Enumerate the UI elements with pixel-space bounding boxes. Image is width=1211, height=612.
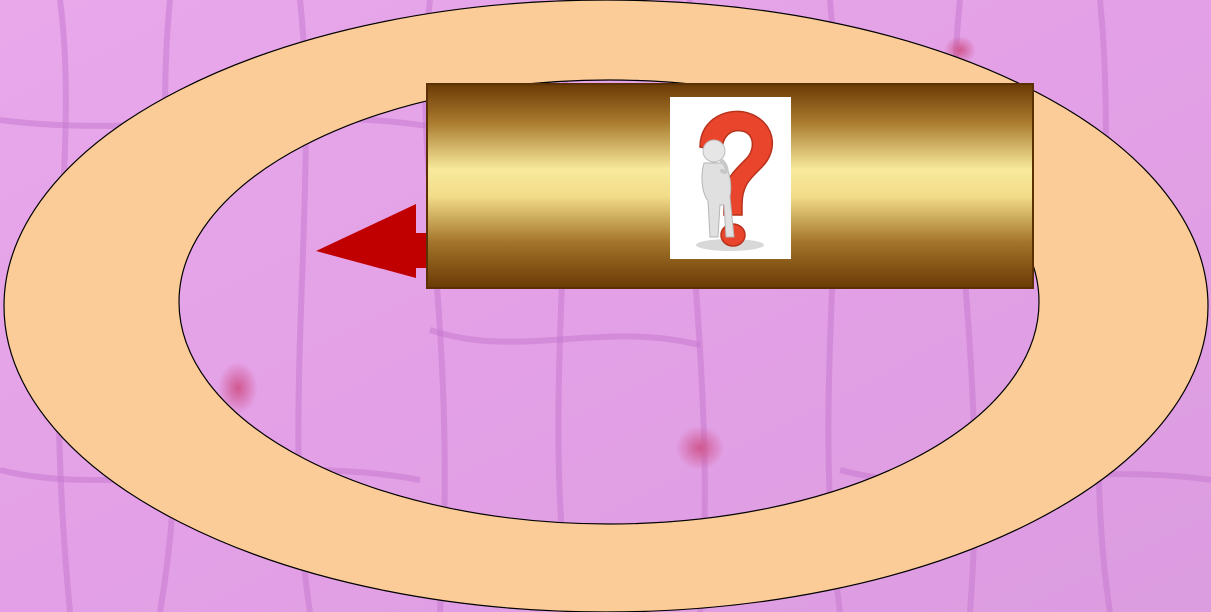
question-card [670, 97, 791, 259]
cell-nucleus [676, 426, 724, 470]
thinking-person-question-icon [670, 97, 791, 259]
